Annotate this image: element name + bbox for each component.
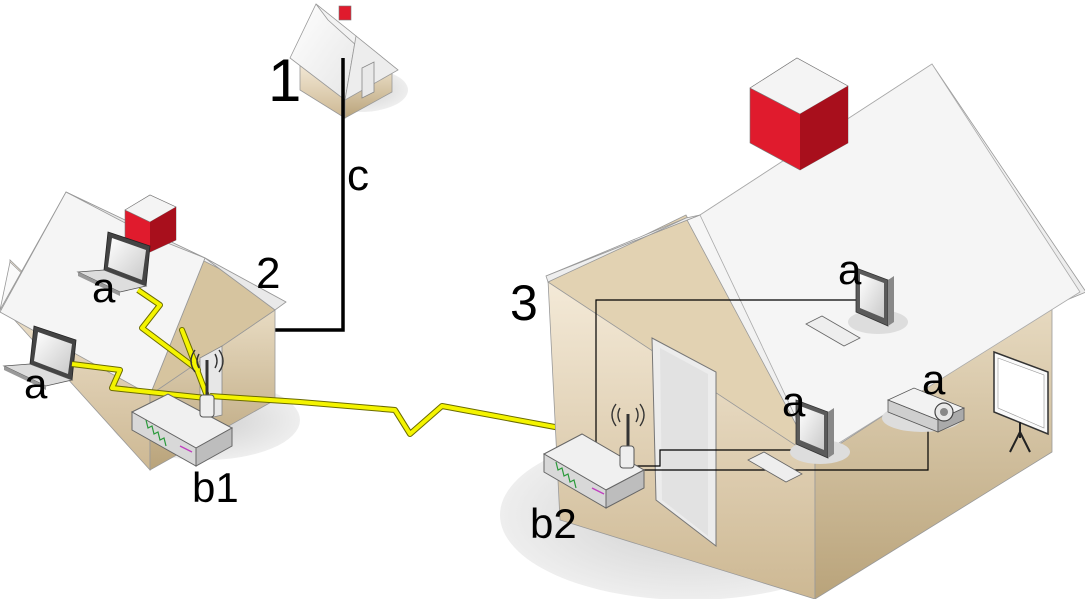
- projection-screen: [993, 350, 1049, 453]
- wire-to-monitor-mid: [630, 449, 800, 467]
- monitor-mid: [747, 399, 850, 483]
- projector-label: a: [922, 356, 946, 403]
- wireless-link-b1-b2: [209, 394, 626, 442]
- house-1-door: [361, 61, 375, 99]
- keyboard-top: [805, 315, 861, 347]
- house-1: [289, 3, 408, 119]
- laptop-top: [76, 231, 151, 296]
- house-2-label: 2: [256, 249, 280, 298]
- wireless-link-laptop-left: [71, 362, 207, 400]
- wireless-link-laptop-top: [136, 288, 212, 405]
- house-3-label: 3: [510, 275, 538, 331]
- house-1-label: 1: [268, 47, 301, 114]
- laptop-left-label: a: [24, 360, 48, 407]
- router-b2-label: b2: [530, 500, 577, 547]
- projector: [882, 387, 966, 433]
- keyboard-mid: [747, 451, 803, 483]
- monitor-top: [805, 267, 908, 347]
- router-b2: [542, 403, 646, 509]
- router-b2-signal-icon: [611, 403, 645, 427]
- monitor-mid-label: a: [782, 378, 806, 425]
- router-b1: [130, 349, 234, 467]
- laptop-top-label: a: [92, 264, 116, 311]
- house-1-chimney: [338, 5, 352, 21]
- router-b1-signal-icon: [190, 349, 224, 373]
- house-3: [500, 57, 1085, 599]
- router-b1-label: b1: [192, 464, 239, 511]
- laptop-left: [2, 325, 77, 390]
- cable-label: c: [347, 151, 369, 200]
- monitor-top-label: a: [838, 246, 862, 293]
